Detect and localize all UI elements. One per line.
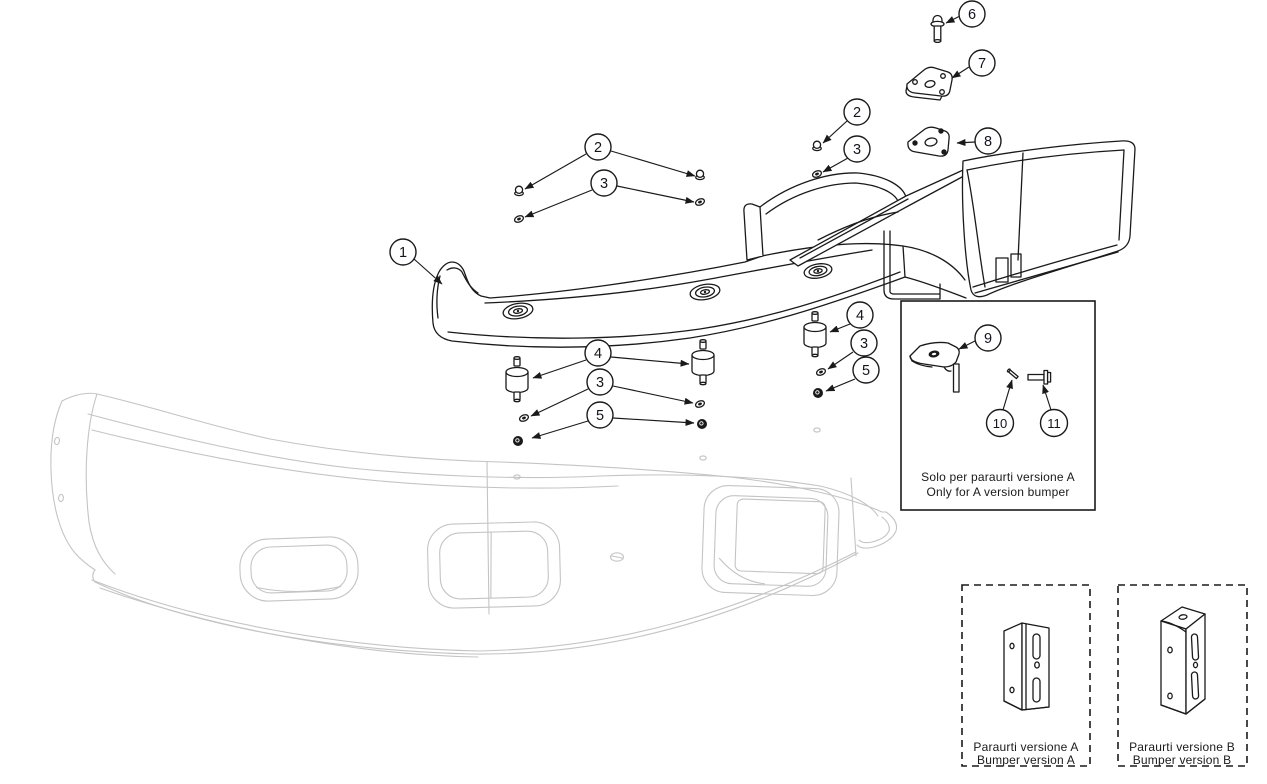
callout-4-right: 4	[846, 301, 874, 329]
svg-text:8: 8	[984, 134, 992, 150]
bumper-center-recess	[427, 521, 561, 609]
leader-lines	[413, 15, 1052, 439]
callouts: 1 2 3 2 3 6 7 8	[389, 0, 1069, 438]
callout-7: 7	[968, 49, 996, 77]
part-11-bolt	[1027, 369, 1052, 385]
version-a-bracket	[1003, 622, 1050, 711]
part-9-bracket	[909, 341, 960, 393]
part-7-plate	[905, 66, 953, 101]
part-1-crossmember	[431, 242, 906, 348]
svg-text:3: 3	[853, 142, 861, 158]
note-line-1: Solo per paraurti versione A	[921, 470, 1075, 484]
callout-3-center: 3	[586, 368, 614, 396]
svg-text:6: 6	[968, 7, 976, 23]
svg-text:3: 3	[860, 336, 868, 352]
callout-1: 1	[389, 238, 417, 266]
callout-10: 10	[985, 408, 1015, 438]
callout-8: 8	[974, 127, 1002, 155]
svg-text:11: 11	[1047, 416, 1061, 431]
svg-text:4: 4	[856, 308, 864, 324]
svg-text:5: 5	[596, 408, 604, 424]
svg-text:2: 2	[594, 140, 602, 156]
callout-5-center: 5	[586, 401, 614, 429]
callout-2-right: 2	[843, 98, 871, 126]
version-a-box: Paraurti versione A Bumper version A	[961, 584, 1091, 767]
version-a-line-1: Paraurti versione A	[973, 740, 1078, 754]
part-1-center-braces	[743, 165, 976, 300]
version-b-bracket	[1160, 606, 1206, 715]
bumper-step-recess	[701, 484, 840, 597]
svg-text:2: 2	[853, 105, 861, 121]
callout-3-left: 3	[590, 169, 618, 197]
callout-11: 11	[1039, 408, 1069, 438]
version-b-line-2: Bumper version B	[1133, 753, 1232, 767]
boss-left	[502, 302, 534, 320]
svg-text:4: 4	[594, 346, 602, 362]
part-5-nut	[512, 387, 824, 447]
svg-text:5: 5	[862, 363, 870, 379]
bumper-fog-recess	[239, 536, 359, 602]
version-a-line-2: Bumper version A	[977, 753, 1075, 767]
bumper-drawing	[50, 392, 898, 658]
callout-2-left: 2	[584, 133, 612, 161]
callout-4-center: 4	[584, 339, 612, 367]
callout-5-right: 5	[852, 356, 880, 384]
svg-text:3: 3	[596, 375, 604, 391]
callout-3-right: 3	[843, 135, 871, 163]
svg-text:9: 9	[984, 331, 992, 347]
svg-text:3: 3	[600, 176, 608, 192]
svg-text:7: 7	[978, 56, 986, 72]
bumper-end-cap	[856, 511, 898, 549]
svg-text:1: 1	[399, 245, 407, 261]
callout-9: 9	[974, 324, 1002, 352]
part-6-bolt	[930, 14, 945, 44]
boss-center	[689, 283, 721, 301]
version-b-box: Paraurti versione B Bumper version B	[1117, 584, 1248, 767]
boss-right	[803, 263, 833, 279]
callout-3-far-right: 3	[850, 329, 878, 357]
version-b-line-1: Paraurti versione B	[1129, 740, 1235, 754]
note-line-2: Only for A version bumper	[926, 485, 1069, 499]
svg-text:10: 10	[993, 416, 1007, 431]
part-1-air-deflector	[961, 140, 1136, 298]
part-8-plate	[907, 126, 950, 157]
part-10-pin	[1006, 368, 1019, 380]
callout-6: 6	[958, 0, 986, 28]
